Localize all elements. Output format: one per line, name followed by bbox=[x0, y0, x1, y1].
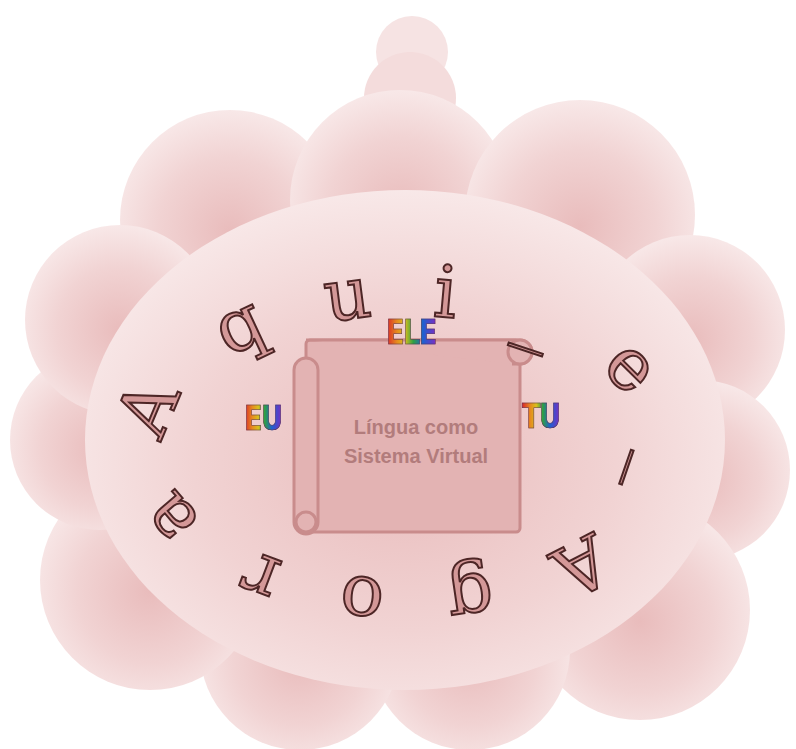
circular-title: Aqui_e_Agora bbox=[99, 249, 711, 646]
scroll-text: Língua como Sistema Virtual bbox=[328, 413, 504, 471]
scroll-box: Língua como Sistema Virtual bbox=[288, 328, 538, 546]
pronoun-word: ELE bbox=[386, 312, 436, 352]
pronoun-word: EU bbox=[244, 398, 281, 438]
pronoun-word: TU bbox=[522, 396, 559, 436]
